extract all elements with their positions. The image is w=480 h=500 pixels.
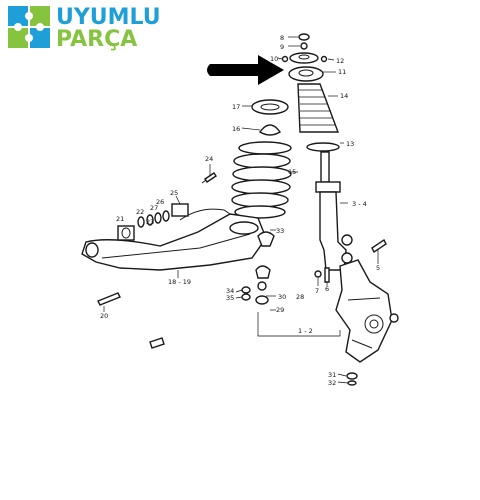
label-33: 33: [276, 227, 284, 235]
label-16: 16: [232, 125, 240, 133]
label-3-4: 3 - 4: [352, 200, 367, 208]
label-30: 30: [278, 293, 286, 301]
label-35: 35: [226, 294, 234, 302]
label-11: 11: [338, 68, 346, 76]
label-34: 34: [226, 287, 234, 295]
label-14: 14: [340, 92, 348, 100]
bolt-6: [324, 267, 330, 283]
bolt-24: [201, 172, 217, 184]
lower-control-arm: [81, 208, 267, 271]
label-5: 5: [376, 264, 380, 272]
label-25: 25: [170, 189, 178, 197]
nut-7: [314, 270, 322, 278]
dust-boot: [297, 83, 340, 152]
label-7: 7: [315, 287, 319, 295]
steering-knuckle: [335, 259, 399, 363]
ball-joint-parts: [241, 231, 275, 305]
label-13: 13: [346, 140, 354, 148]
label-1-2: 1 - 2: [298, 327, 313, 335]
label-32: 32: [328, 379, 336, 387]
nut-31: [346, 372, 358, 380]
label-23: 23: [146, 218, 154, 226]
label-26: 26: [156, 198, 164, 206]
knuckle-bracket: [257, 312, 341, 337]
pin-32: [347, 380, 357, 386]
clip-part: [149, 337, 165, 349]
label-27: 27: [150, 204, 158, 212]
top-mount-parts: [281, 33, 328, 82]
coil-spring: [231, 141, 292, 219]
label-20: 20: [100, 312, 108, 320]
label-28: 28: [296, 293, 304, 301]
label-10: 10: [270, 55, 278, 63]
label-9: 9: [280, 43, 284, 51]
label-18-19: 18 - 19: [168, 278, 191, 286]
brand-line1: UYUMLU: [56, 5, 161, 30]
brand-logo: UYUMLU PARÇA: [8, 5, 161, 52]
leader-lines: [103, 36, 379, 384]
label-6: 6: [325, 285, 329, 293]
label-8: 8: [280, 34, 284, 42]
bolt-20: [97, 292, 121, 306]
puzzle-icon: [8, 6, 50, 48]
spring-seat: [251, 99, 289, 136]
part-labels: 8 9 10 12 11 14 17 16 13 15 3 - 4 24 25 …: [100, 34, 380, 387]
label-31: 31: [328, 371, 336, 379]
arm-bushings: [117, 203, 189, 241]
brand-line2: PARÇA: [56, 27, 137, 52]
label-24: 24: [205, 155, 213, 163]
label-17: 17: [232, 103, 240, 111]
bolt-5: [371, 238, 387, 254]
label-15: 15: [288, 168, 296, 176]
label-22: 22: [136, 208, 144, 216]
label-29: 29: [276, 306, 284, 314]
label-21: 21: [116, 215, 124, 223]
strut-body: [315, 151, 353, 271]
label-12: 12: [336, 57, 344, 65]
pointer-arrow: [207, 55, 284, 85]
